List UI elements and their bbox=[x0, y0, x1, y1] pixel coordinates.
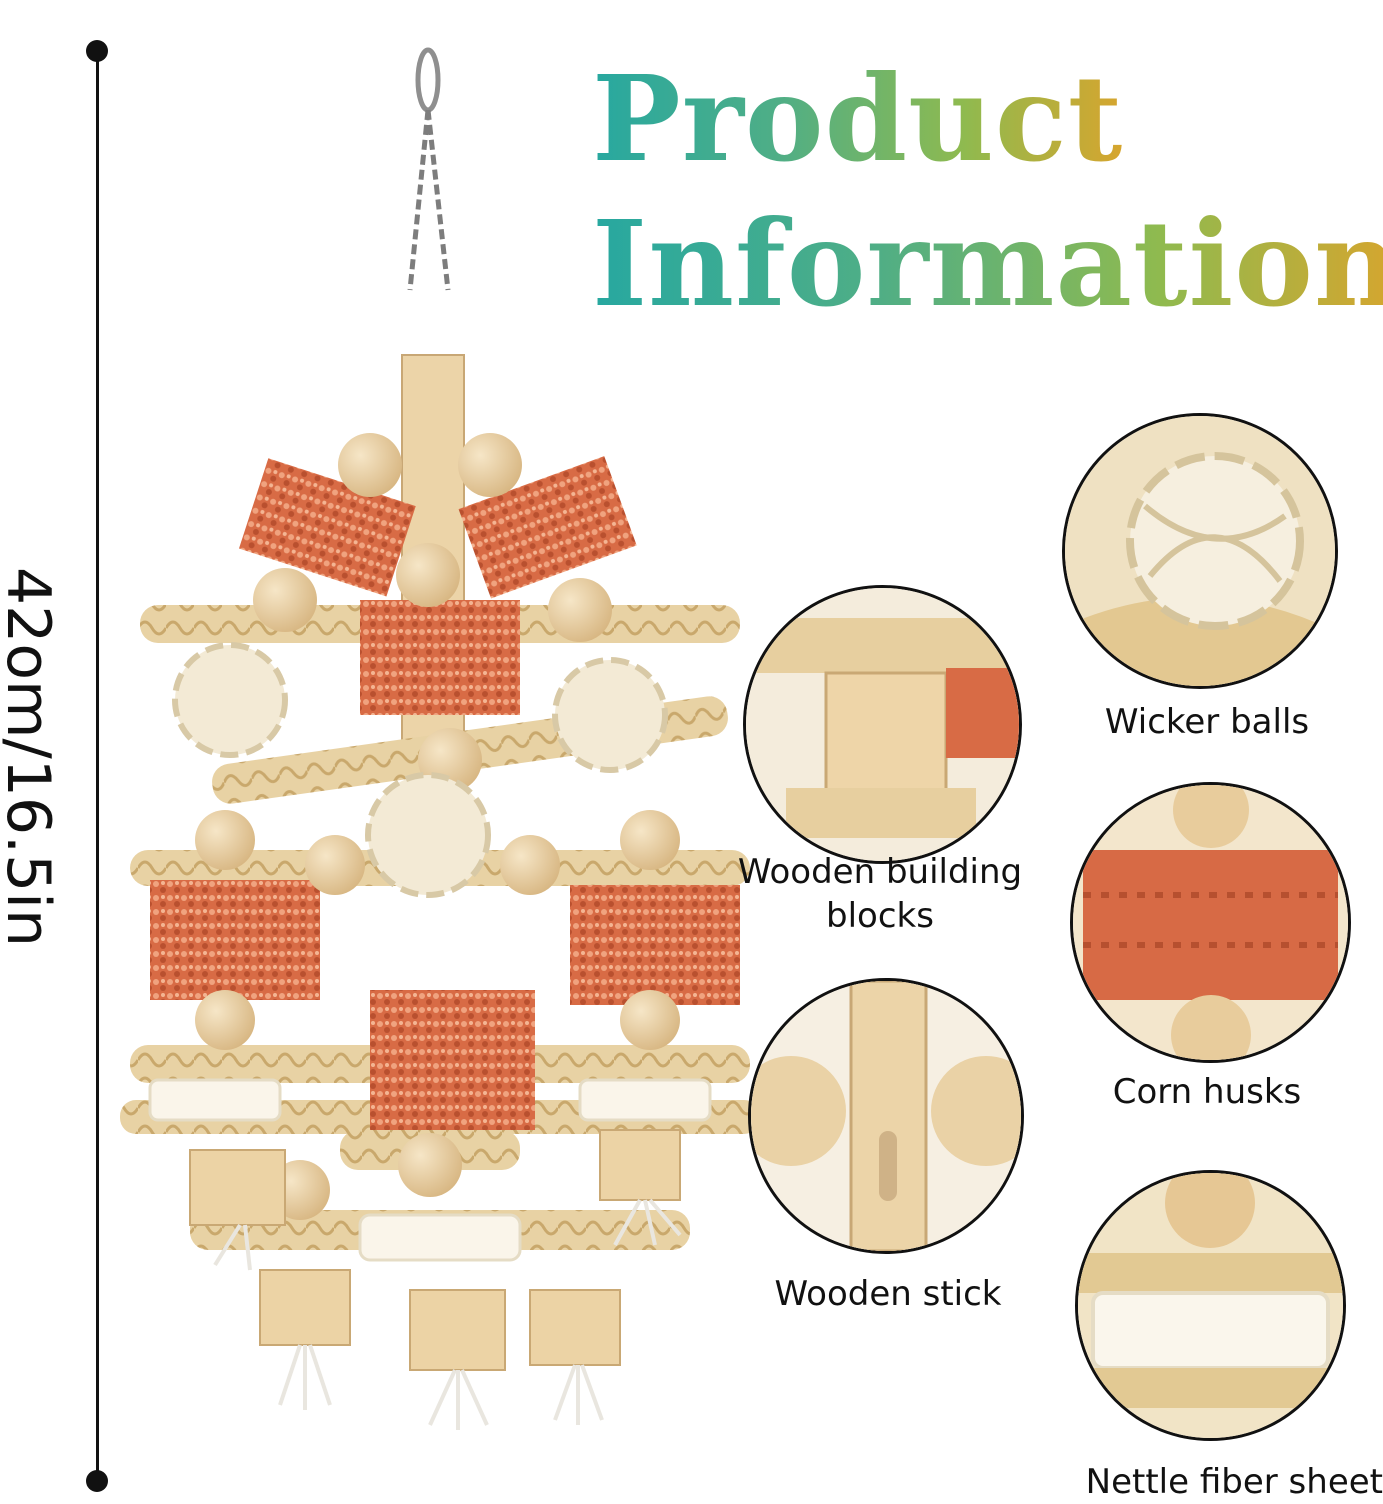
detail-wooden-stick bbox=[748, 978, 1024, 1254]
dimension-dot-top bbox=[86, 40, 108, 62]
detail-wooden-blocks bbox=[743, 585, 1022, 864]
dimension-line bbox=[96, 48, 99, 1481]
rope-tassels bbox=[213, 1198, 682, 1430]
hanging-clip bbox=[407, 47, 451, 291]
corn-husk-pieces bbox=[150, 456, 740, 1130]
label-fiber-sheet: Nettle fiber sheet bbox=[1085, 1462, 1383, 1502]
label-wooden-stick: Wooden stick bbox=[774, 1274, 1002, 1314]
fiber-sheet-icon bbox=[1078, 1173, 1343, 1438]
title-information: Information bbox=[592, 205, 1383, 323]
wooden-stick-icon bbox=[751, 981, 1021, 1251]
dimension-dot-bottom bbox=[86, 1470, 108, 1492]
label-corn-husks: Corn husks bbox=[1112, 1072, 1302, 1112]
wicker-ball-icon bbox=[1065, 416, 1335, 686]
title-product: Product bbox=[592, 49, 1124, 188]
fiber-sheets bbox=[148, 1078, 712, 1262]
dimension-label: 42om/16.5in bbox=[0, 566, 63, 948]
corn-husk-icon bbox=[1073, 785, 1348, 1060]
wicker-balls bbox=[172, 642, 668, 898]
wooden-block-icon bbox=[746, 588, 1019, 861]
bird-toy-image bbox=[120, 47, 760, 1430]
wooden-blocks bbox=[189, 1129, 681, 1371]
label-wicker-balls: Wicker balls bbox=[1104, 702, 1310, 742]
detail-corn-husks bbox=[1070, 782, 1351, 1063]
detail-wicker-balls bbox=[1062, 413, 1338, 689]
detail-fiber-sheet bbox=[1075, 1170, 1346, 1441]
